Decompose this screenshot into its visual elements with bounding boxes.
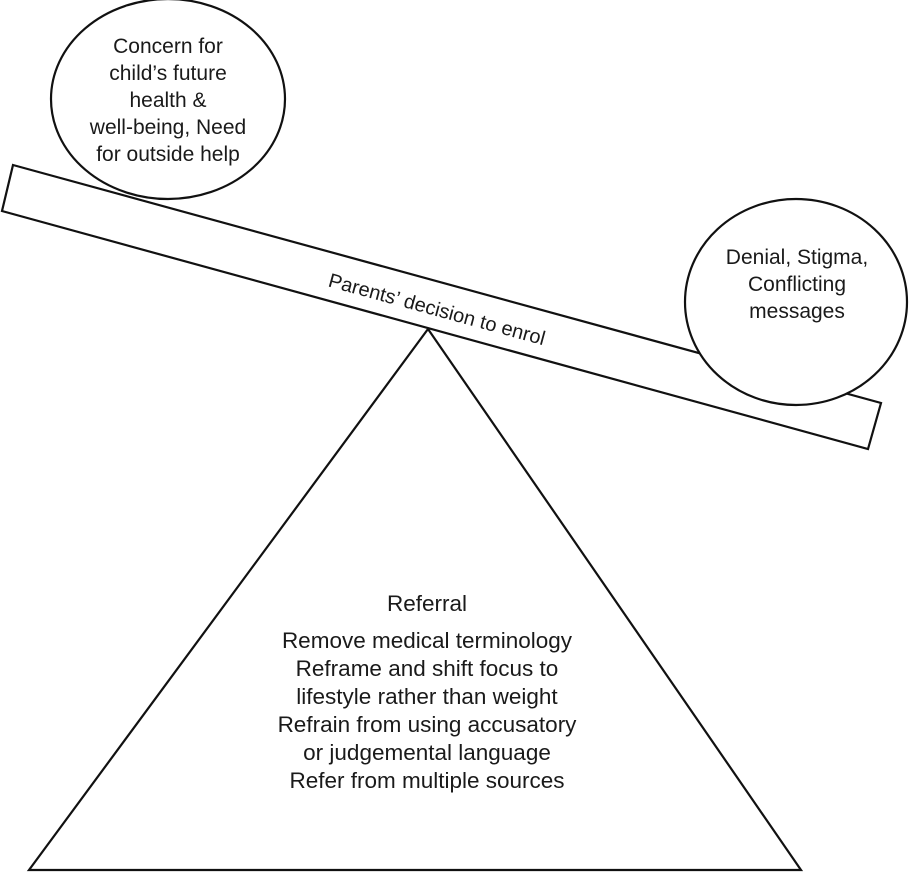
fulcrum-line: Remove medical terminology xyxy=(282,628,573,653)
fulcrum-triangle xyxy=(26,327,804,872)
left-weight-line: for outside help xyxy=(96,143,240,166)
left-weight-ellipse xyxy=(49,0,287,201)
fulcrum-line: Reframe and shift focus to xyxy=(296,656,559,681)
right-weight-text: Denial, Stigma, Conflicting messages xyxy=(726,246,868,323)
left-weight-line: well-being, Need xyxy=(89,116,246,139)
right-weight-line: messages xyxy=(749,300,845,323)
left-weight-line: child’s future xyxy=(109,62,227,85)
fulcrum-line: Refer from multiple sources xyxy=(289,768,564,793)
right-weight-ellipse xyxy=(683,197,909,407)
fulcrum-line: or judgemental language xyxy=(303,740,551,765)
decision-beam xyxy=(0,163,883,451)
left-weight-line: Concern for xyxy=(113,35,223,58)
fulcrum-text: Referral Remove medical terminology Refr… xyxy=(278,591,578,793)
fulcrum-line: lifestyle rather than weight xyxy=(296,684,558,709)
left-weight-text: Concern for child’s future health & well… xyxy=(89,35,246,166)
fulcrum-title: Referral xyxy=(387,591,467,616)
right-weight-line: Denial, Stigma, xyxy=(726,246,868,269)
left-weight-line: health & xyxy=(129,89,206,112)
fulcrum-line: Refrain from using accusatory xyxy=(278,712,578,737)
right-weight-line: Conflicting xyxy=(748,273,846,296)
